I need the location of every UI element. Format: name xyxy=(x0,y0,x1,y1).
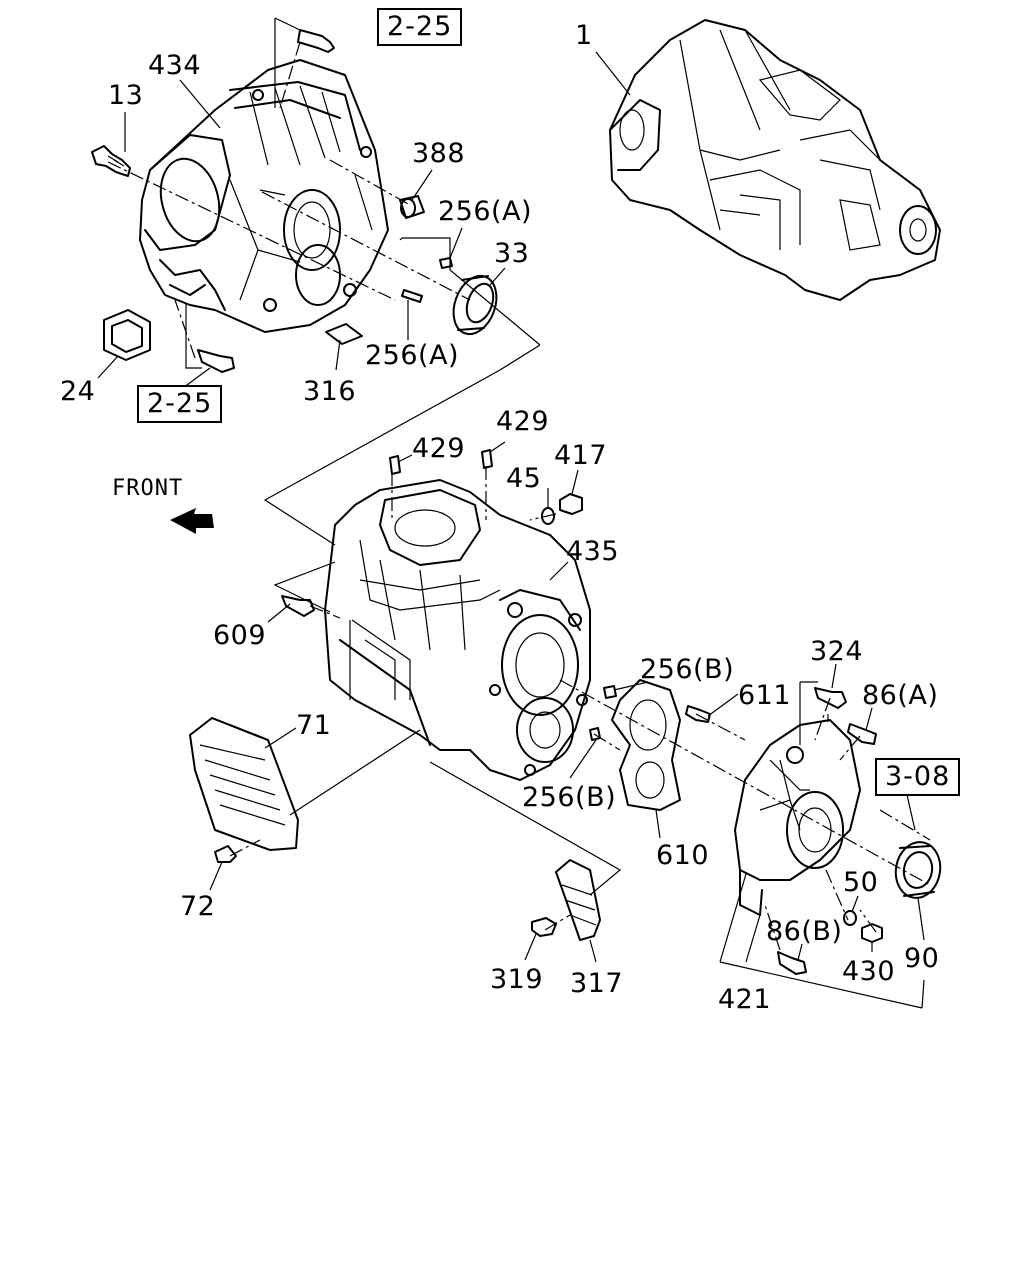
cover-317 xyxy=(555,859,601,941)
callout-611: 611 xyxy=(738,680,792,711)
bolt-72 xyxy=(214,845,237,863)
callout-13: 13 xyxy=(108,80,144,111)
arrow-left-icon xyxy=(170,508,214,534)
callout-33: 33 xyxy=(494,238,530,269)
oil-seal-90 xyxy=(894,841,942,899)
ref-box-2-25-bottom[interactable]: 2-25 xyxy=(137,385,223,423)
callout-90: 90 xyxy=(904,943,940,974)
dowel-pin-256a-2 xyxy=(401,289,423,303)
callout-421: 421 xyxy=(718,984,772,1015)
bracket-24 xyxy=(103,309,151,361)
callout-86b: 86(B) xyxy=(766,916,843,947)
transmission-case-435 xyxy=(324,479,591,781)
plug-430 xyxy=(861,923,883,943)
front-label: FRONT xyxy=(112,476,184,501)
plug-417 xyxy=(559,493,583,515)
callout-50: 50 xyxy=(843,867,879,898)
extension-housing-421 xyxy=(734,719,861,916)
pin-429-right xyxy=(481,449,493,469)
ref-box-3-08[interactable]: 3-08 xyxy=(875,758,961,796)
callout-609: 609 xyxy=(213,620,267,651)
callout-256b-2: 256(B) xyxy=(522,782,617,813)
bushing-388 xyxy=(399,195,425,219)
bolt-319 xyxy=(531,917,557,937)
callout-316: 316 xyxy=(303,376,357,407)
clutch-housing-434 xyxy=(139,59,389,333)
callout-430: 430 xyxy=(842,956,896,987)
dowel-pin-256b-1 xyxy=(603,685,617,699)
callout-388: 388 xyxy=(412,138,466,169)
dowel-pin-256a-1 xyxy=(439,257,453,269)
callout-324: 324 xyxy=(810,636,864,667)
callout-256a-2: 256(A) xyxy=(365,340,460,371)
callout-317: 317 xyxy=(570,968,624,999)
callout-86a: 86(A) xyxy=(862,680,939,711)
pin-429-left xyxy=(389,455,401,475)
callout-319: 319 xyxy=(490,964,544,995)
transmission-assembly-1 xyxy=(609,19,941,301)
washer-50 xyxy=(843,910,857,926)
callout-1: 1 xyxy=(575,20,593,51)
callout-429-right: 429 xyxy=(496,406,550,437)
callout-72: 72 xyxy=(180,891,216,922)
callout-435: 435 xyxy=(566,536,620,567)
bolt-86b xyxy=(777,951,807,975)
bolt-609 xyxy=(281,595,315,617)
bolt-top-2-25 xyxy=(297,29,335,53)
oil-seal-33 xyxy=(452,274,498,336)
bolt-13 xyxy=(91,145,131,177)
cover-71 xyxy=(189,717,299,851)
ref-box-2-25-top[interactable]: 2-25 xyxy=(377,8,463,46)
callout-24: 24 xyxy=(60,376,96,407)
center-lines xyxy=(107,41,931,951)
callout-256a-1: 256(A) xyxy=(438,196,533,227)
leader-lines xyxy=(97,17,925,1009)
bolt-bottom-2-25 xyxy=(197,349,235,373)
callout-256b-1: 256(B) xyxy=(640,654,735,685)
plate-316 xyxy=(325,323,363,345)
connector-lines xyxy=(263,237,829,896)
bolt-611 xyxy=(685,705,711,723)
stud-324 xyxy=(814,687,847,709)
callout-417: 417 xyxy=(554,440,608,471)
callout-429-left: 429 xyxy=(412,433,466,464)
callout-610: 610 xyxy=(656,840,710,871)
callout-71: 71 xyxy=(296,710,332,741)
gasket-610 xyxy=(611,679,681,811)
callout-434: 434 xyxy=(148,50,202,81)
callout-45: 45 xyxy=(506,463,542,494)
bolt-86a xyxy=(847,723,877,745)
